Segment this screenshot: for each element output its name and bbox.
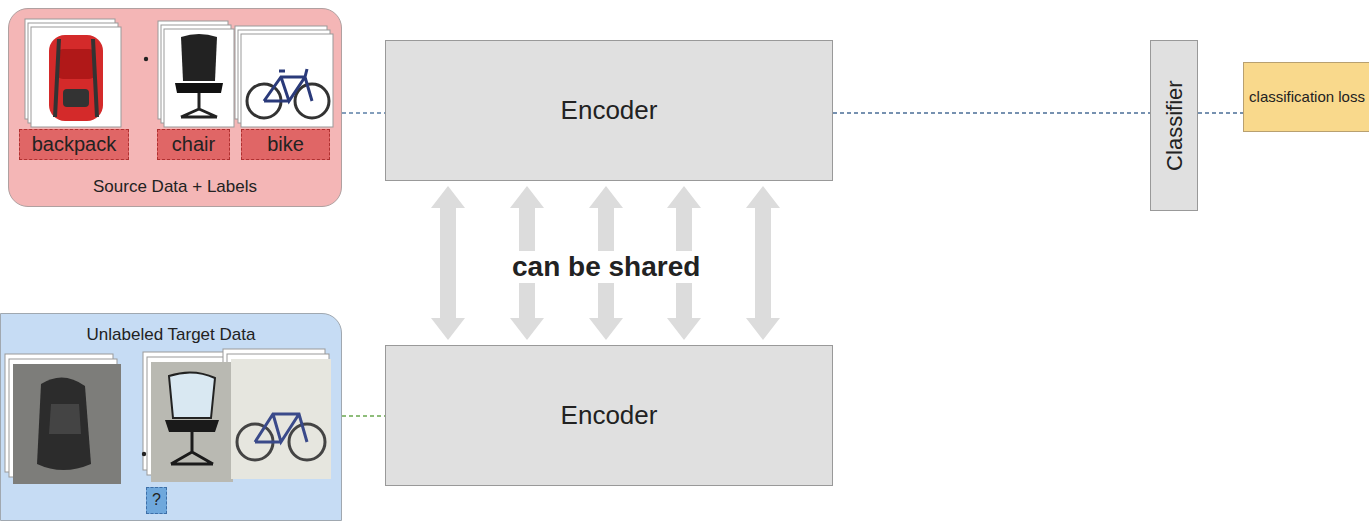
encoder-box: Encoder (385, 40, 833, 181)
source-data-panel: Source Data + Labels backpack chair bike (8, 8, 342, 207)
class-label-tag: chair (157, 129, 230, 160)
connector (431, 186, 465, 340)
connector (833, 113, 1150, 114)
loss-box: classification loss (1243, 62, 1369, 132)
encoder-box: Encoder (385, 345, 833, 486)
node-text: Encoder (561, 401, 658, 431)
classifier-box: Classifier (1150, 40, 1198, 211)
class-label-tag: bike (241, 129, 330, 160)
node-text: bike (267, 133, 304, 156)
connector (342, 416, 385, 417)
connector (342, 113, 385, 114)
node-text: chair (172, 133, 215, 156)
node-text: backpack (32, 133, 117, 156)
node-text: Source Data + Labels (93, 177, 257, 197)
connector (746, 186, 780, 340)
node-text: Encoder (561, 96, 658, 126)
node-text: classification loss (1249, 88, 1365, 105)
node-text: Classifier (1161, 80, 1186, 170)
target-images (1, 314, 343, 521)
node-text: Unlabeled Target Data (87, 325, 256, 345)
unknown-label-tag: ? (146, 487, 167, 514)
class-label-tag: backpack (19, 129, 129, 160)
target-data-panel: Unlabeled Target Data? (0, 313, 342, 521)
node-text: ? (152, 491, 161, 509)
connector (1198, 113, 1243, 114)
edge-label: can be shared (508, 251, 704, 283)
